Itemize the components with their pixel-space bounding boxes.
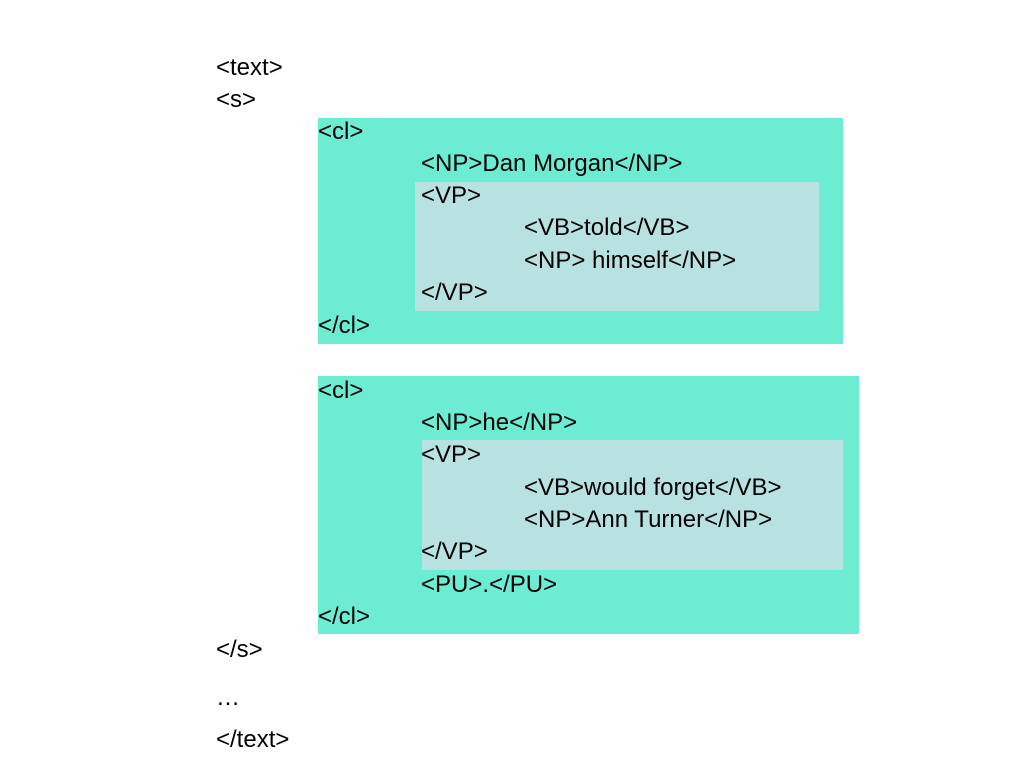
clause-1-close-tag: </cl> (318, 312, 371, 339)
clause-2-vp-open-tag: <VP> (421, 441, 482, 468)
clause-1-vb: <VB>told</VB> (524, 214, 690, 241)
clause-2-vb: <VB>would forget</VB> (524, 474, 782, 501)
ellipsis: … (216, 684, 240, 711)
clause-2-pu: <PU>.</PU> (421, 571, 558, 598)
s-close-tag: </s> (216, 636, 263, 663)
clause-2-open-tag: <cl> (318, 377, 364, 404)
text-open-tag: <text> (216, 54, 283, 81)
clause-1-vp-box (415, 182, 819, 311)
clause-2-vp-box (422, 440, 843, 570)
clause-1-np2: <NP> himself</NP> (524, 247, 737, 274)
clause-2-np: <NP>he</NP> (421, 409, 578, 436)
clause-2-np2: <NP>Ann Turner</NP> (524, 506, 773, 533)
clause-2-vp-close-tag: </VP> (421, 538, 488, 565)
s-open-tag: <s> (216, 86, 257, 113)
clause-1-vp-close-tag: </VP> (421, 279, 488, 306)
clause-2-close-tag: </cl> (318, 603, 371, 630)
text-close-tag: </text> (216, 726, 290, 753)
clause-1-np: <NP>Dan Morgan</NP> (421, 150, 683, 177)
clause-1-open-tag: <cl> (318, 118, 364, 145)
clause-1-vp-open-tag: <VP> (421, 182, 482, 209)
